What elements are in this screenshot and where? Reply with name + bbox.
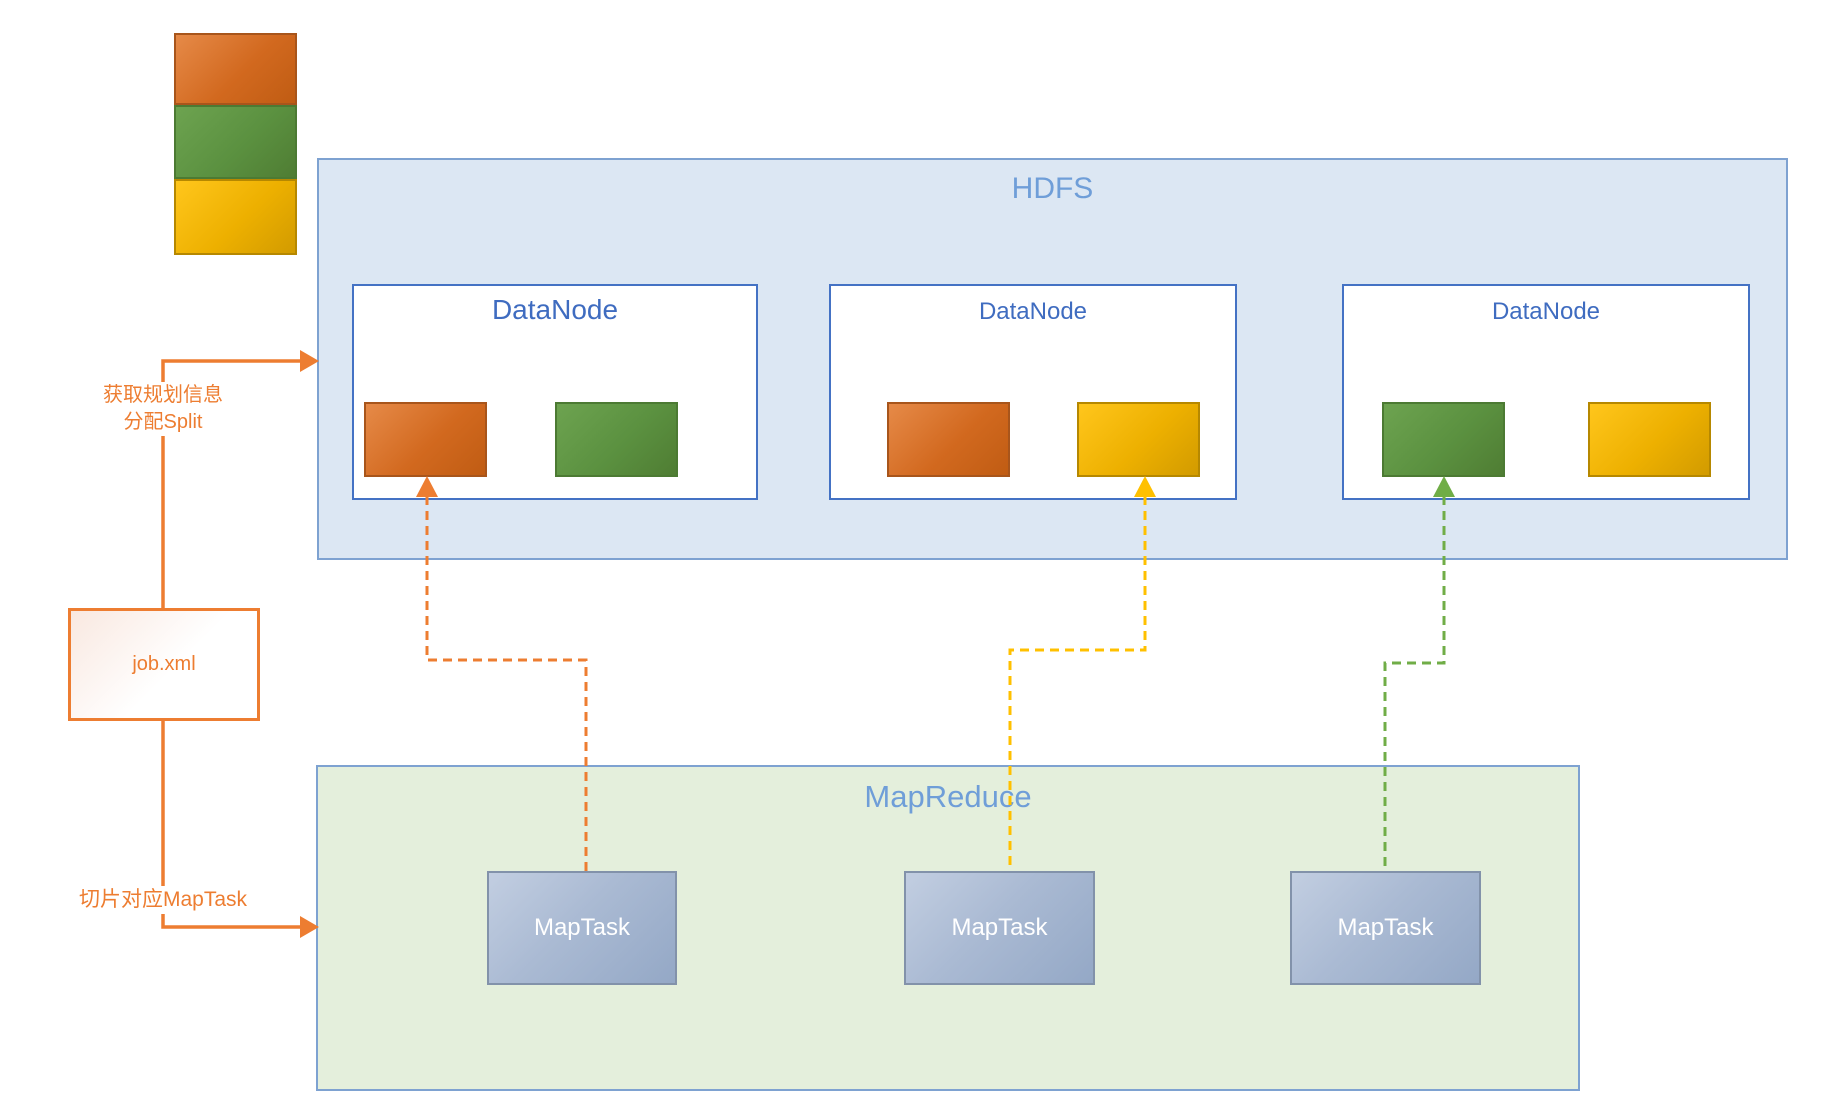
datanode-3-block-yellow <box>1588 402 1711 477</box>
jobxml-box: job.xml <box>68 608 260 721</box>
datanode-3-block-green <box>1382 402 1505 477</box>
jobxml-label: job.xml <box>132 653 196 675</box>
hdfs-title: HDFS <box>1011 172 1094 205</box>
annotation-split-line1: 获取规划信息 <box>103 384 223 406</box>
datanode-2-block-orange <box>887 402 1010 477</box>
stack-block-orange <box>174 33 297 105</box>
datanode-3-title: DataNode <box>1491 298 1601 325</box>
maptask-2-label: MapTask <box>951 914 1048 941</box>
annotation-maptask: 切片对应MapTask <box>48 886 278 915</box>
datanode-1-block-green <box>555 402 678 477</box>
maptask-1-label: MapTask <box>533 914 631 941</box>
maptask-2: MapTask <box>904 871 1095 985</box>
maptask-3: MapTask <box>1290 871 1481 985</box>
datanode-2-title: DataNode <box>978 298 1088 325</box>
annotation-split-line2: 分配Split <box>123 411 203 433</box>
stack-block-yellow <box>174 179 297 255</box>
datanode-1-title: DataNode <box>491 294 619 325</box>
maptask-1: MapTask <box>487 871 677 985</box>
datanode-1-block-orange <box>364 402 487 477</box>
maptask-3-label: MapTask <box>1337 914 1434 941</box>
mapreduce-title: MapReduce <box>864 779 1032 814</box>
stack-block-green <box>174 105 297 179</box>
annotation-maptask-text: 切片对应MapTask <box>78 888 248 911</box>
annotation-split: 获取规划信息 分配Split <box>63 382 263 436</box>
datanode-2-block-yellow <box>1077 402 1200 477</box>
